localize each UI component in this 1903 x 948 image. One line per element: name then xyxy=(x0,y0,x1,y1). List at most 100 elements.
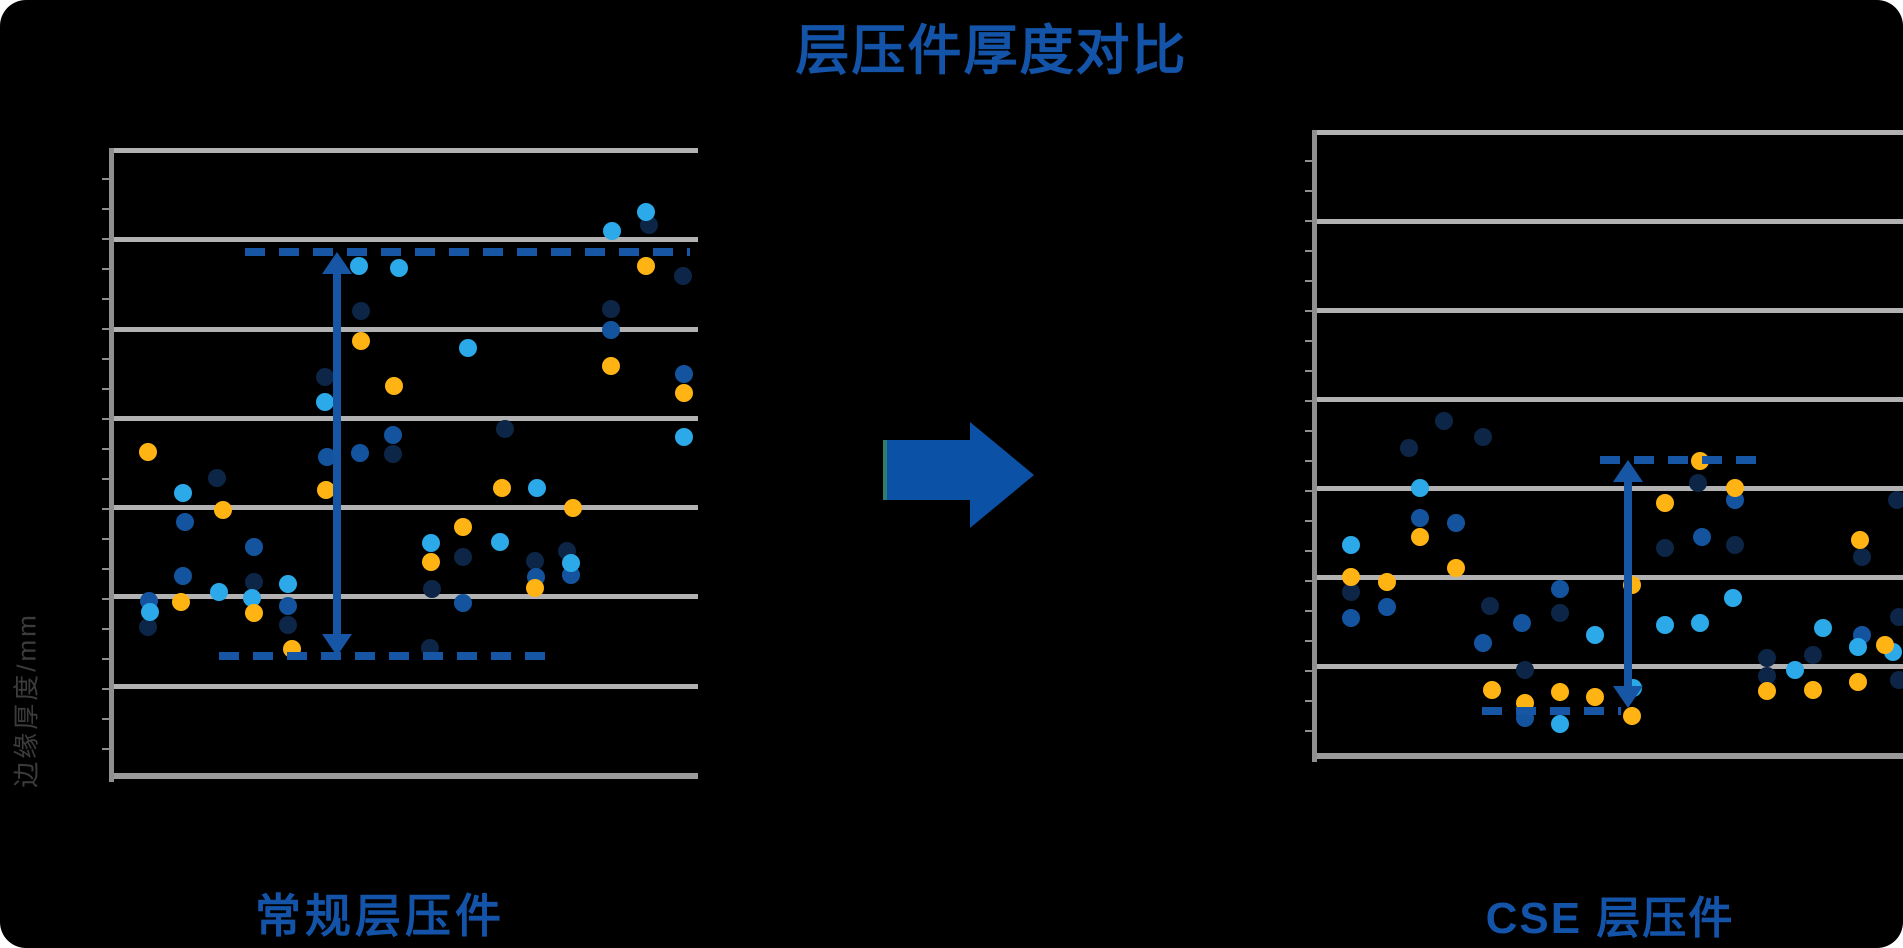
right-chart xyxy=(1305,130,1903,762)
gridline xyxy=(114,684,698,689)
gridline xyxy=(114,237,698,242)
data-point-lightblue xyxy=(1691,614,1709,632)
axis-tick xyxy=(102,478,109,480)
y-axis-line xyxy=(1312,130,1317,762)
data-point-lightblue xyxy=(141,603,159,621)
data-point-navy xyxy=(1804,646,1822,664)
y-axis-label: 边缘厚度/mm xyxy=(11,612,42,788)
data-point-blue xyxy=(1378,598,1396,616)
axis-tick xyxy=(102,598,109,600)
data-point-lightblue xyxy=(562,554,580,572)
axis-tick xyxy=(102,238,109,240)
data-point-blue xyxy=(675,365,693,383)
data-point-lightblue xyxy=(459,339,477,357)
data-point-lightblue xyxy=(1786,661,1804,679)
data-point-navy xyxy=(1516,661,1534,679)
axis-tick xyxy=(102,748,109,750)
data-point-navy xyxy=(454,548,472,566)
data-point-orange xyxy=(1447,559,1465,577)
data-point-orange xyxy=(1342,568,1360,586)
data-point-navy xyxy=(1481,597,1499,615)
data-point-navy xyxy=(602,300,620,318)
data-point-navy xyxy=(1853,548,1871,566)
right-chart-caption: CSE 层压件 xyxy=(1485,894,1735,943)
axis-tick xyxy=(1305,640,1312,642)
arrow-shaft xyxy=(883,440,974,500)
axis-tick xyxy=(1305,580,1312,582)
data-point-navy xyxy=(526,552,544,570)
data-point-orange xyxy=(172,593,190,611)
data-point-orange xyxy=(1876,636,1894,654)
range-arrow-head-up xyxy=(1613,460,1643,482)
figure-title: 层压件厚度对比 xyxy=(795,21,1188,81)
axis-tick xyxy=(1305,730,1312,732)
data-point-orange xyxy=(1586,688,1604,706)
data-point-orange xyxy=(1411,528,1429,546)
data-point-blue xyxy=(1513,614,1531,632)
range-arrow-line xyxy=(1624,476,1632,692)
data-point-lightblue xyxy=(528,479,546,497)
data-point-blue xyxy=(384,426,402,444)
gridline xyxy=(1317,130,1903,135)
data-point-orange xyxy=(1804,681,1822,699)
data-point-orange xyxy=(637,257,655,275)
data-point-navy xyxy=(1758,667,1776,685)
data-point-lightblue xyxy=(603,222,621,240)
data-point-lightblue xyxy=(390,259,408,277)
axis-tick xyxy=(102,448,109,450)
data-point-blue xyxy=(351,444,369,462)
data-point-blue xyxy=(1551,580,1569,598)
data-point-orange xyxy=(245,604,263,622)
range-arrow-head-up xyxy=(322,252,352,274)
data-point-navy xyxy=(1342,583,1360,601)
data-point-orange xyxy=(602,357,620,375)
data-point-orange xyxy=(352,332,370,350)
axis-tick xyxy=(1305,400,1312,402)
data-point-navy xyxy=(1758,649,1776,667)
data-point-lightblue xyxy=(1849,638,1867,656)
axis-tick xyxy=(1305,280,1312,282)
data-point-navy xyxy=(1888,491,1903,509)
axis-tick xyxy=(102,658,109,660)
data-point-navy xyxy=(316,368,334,386)
axis-tick xyxy=(1305,190,1312,192)
data-point-orange xyxy=(1378,573,1396,591)
axis-tick xyxy=(1305,700,1312,702)
data-point-navy xyxy=(1890,671,1903,689)
data-point-orange xyxy=(1849,673,1867,691)
data-point-lightblue xyxy=(1411,479,1429,497)
data-point-orange xyxy=(675,384,693,402)
data-point-lightblue xyxy=(316,393,334,411)
data-point-orange xyxy=(214,501,232,519)
arrow-head xyxy=(970,422,1034,528)
data-point-lightblue xyxy=(350,257,368,275)
axis-tick xyxy=(102,268,109,270)
data-point-navy xyxy=(423,580,441,598)
data-point-blue xyxy=(1447,514,1465,532)
data-point-blue xyxy=(245,538,263,556)
data-point-blue xyxy=(279,597,297,615)
gridline xyxy=(1317,397,1903,402)
data-point-navy xyxy=(496,420,514,438)
data-point-orange xyxy=(1656,494,1674,512)
max-thickness-dashed-line xyxy=(1600,456,1763,464)
axis-tick xyxy=(102,688,109,690)
gridline xyxy=(1317,308,1903,313)
data-point-orange xyxy=(317,481,335,499)
left-chart-caption: 常规层压件 xyxy=(255,890,505,942)
axis-tick xyxy=(102,628,109,630)
data-point-lightblue xyxy=(491,533,509,551)
data-point-lightblue xyxy=(675,428,693,446)
axis-tick xyxy=(1305,160,1312,162)
data-point-lightblue xyxy=(422,534,440,552)
data-point-orange xyxy=(1551,683,1569,701)
axis-tick xyxy=(1305,430,1312,432)
data-point-navy xyxy=(352,302,370,320)
data-point-blue xyxy=(1411,509,1429,527)
axis-tick xyxy=(102,538,109,540)
data-point-orange xyxy=(385,377,403,395)
left-chart xyxy=(102,148,698,782)
axis-tick xyxy=(102,418,109,420)
data-point-blue xyxy=(602,321,620,339)
